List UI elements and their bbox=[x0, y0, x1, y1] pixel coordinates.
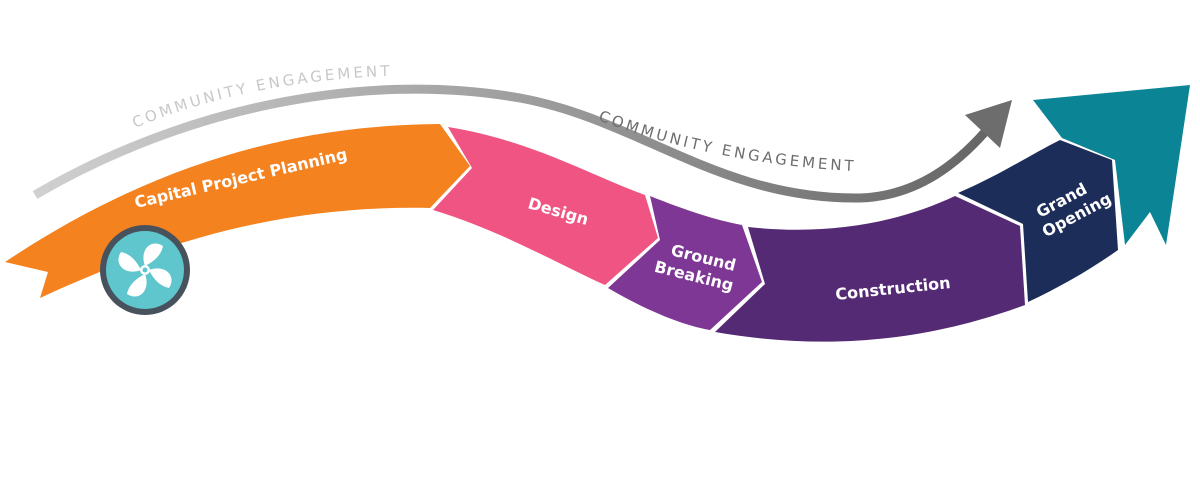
fan-icon bbox=[118, 243, 172, 297]
stage-construction bbox=[715, 196, 1025, 342]
stage-arrowhead bbox=[1033, 85, 1190, 245]
stage-capital-project-planning bbox=[5, 124, 470, 298]
engagement-arc bbox=[32, 84, 989, 203]
fan-logo bbox=[100, 225, 190, 315]
stage-ground-breaking bbox=[608, 196, 762, 330]
stage-design bbox=[433, 127, 658, 285]
engagement-label-upper: COMMUNITY ENGAGEMENT bbox=[130, 62, 393, 132]
engagement-arrowhead bbox=[965, 100, 1012, 148]
stage-grand-opening bbox=[958, 140, 1118, 302]
